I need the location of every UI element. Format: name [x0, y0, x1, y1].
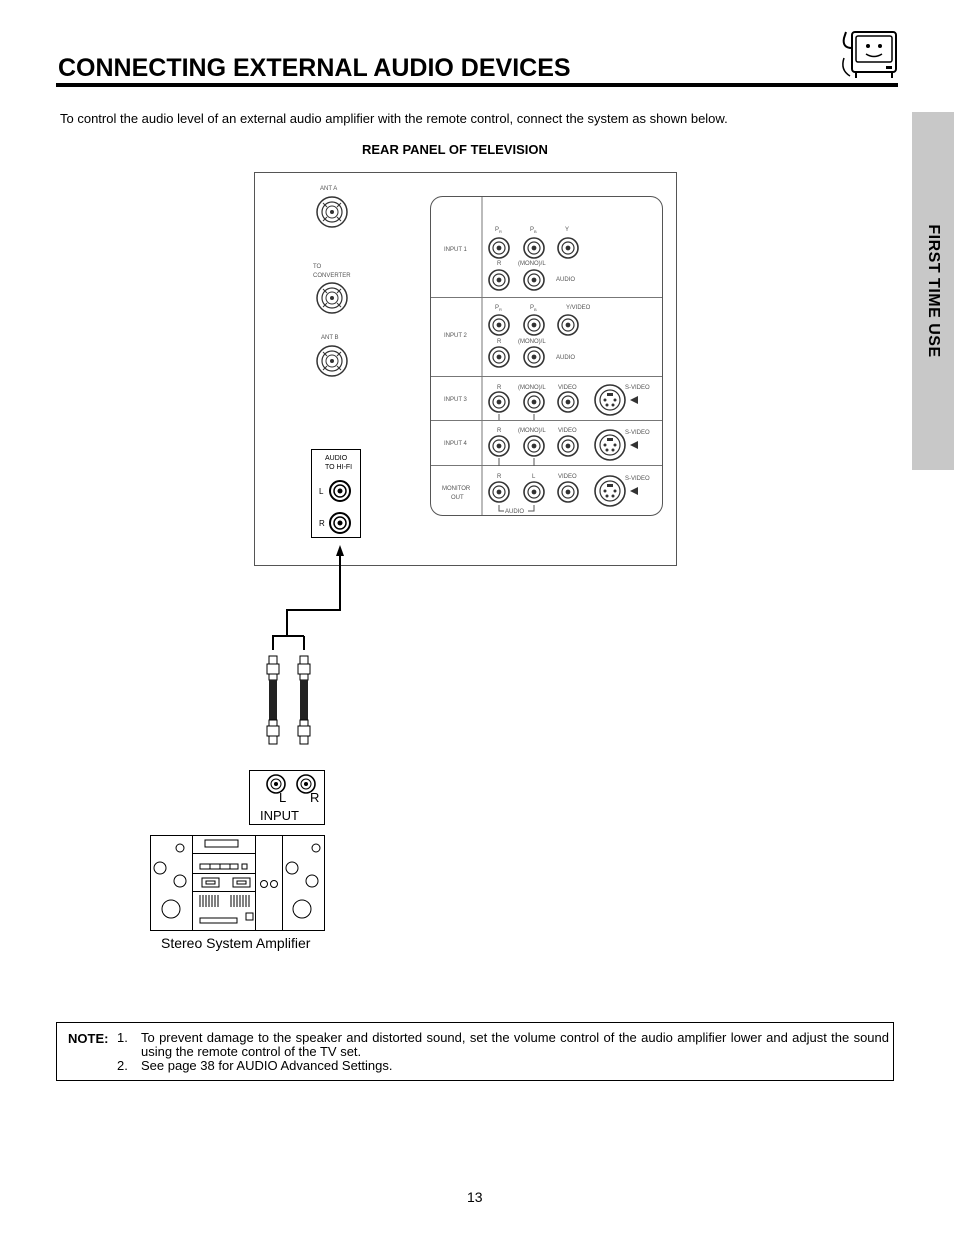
input2-mono-label: (MONO)/L: [518, 339, 546, 345]
amp-l-label: L: [279, 790, 286, 805]
monitor-r-label: R: [497, 474, 502, 480]
input3-l-jack: [523, 391, 545, 413]
input4-video-jack: [557, 435, 579, 457]
right-rca-plug: [297, 655, 311, 745]
monitor-video-jack: [557, 481, 579, 503]
input4-label: INPUT 4: [444, 441, 468, 447]
note-item-number: 1.: [117, 1030, 128, 1045]
monitor-svideo-label: S-VIDEO: [625, 476, 650, 482]
input4-arrow-icon: [630, 441, 638, 449]
input1-l-jack: [523, 269, 545, 291]
input4-r-label: R: [497, 428, 502, 434]
input2-pb-label: P: [530, 305, 534, 311]
input3-video-jack: [557, 391, 579, 413]
ant-a-jack: [316, 196, 348, 228]
monitor-label-2: OUT: [451, 495, 464, 501]
input1-mono-label: (MONO)/L: [518, 261, 546, 267]
input4-video-label: VIDEO: [558, 428, 577, 434]
title-rule: [56, 83, 898, 87]
input1-pb-sub: B: [534, 229, 537, 234]
page-number: 13: [467, 1189, 483, 1205]
section-tab: FIRST TIME USE: [912, 112, 954, 470]
input3-r-jack: [488, 391, 510, 413]
note-item-text: See page 38 for AUDIO Advanced Settings.: [141, 1058, 393, 1073]
monitor-video-label: VIDEO: [558, 474, 577, 480]
hifi-r-jack: [329, 512, 351, 534]
amp-l-jack: [266, 774, 286, 794]
input-panel: [430, 196, 663, 516]
input4-l-jack: [523, 435, 545, 457]
input2-l-jack: [523, 346, 545, 368]
input1-pr-sub: R: [499, 229, 502, 234]
input3-mono-label: (MONO)/L: [518, 385, 546, 391]
input2-pb-jack: [523, 314, 545, 336]
input2-label: INPUT 2: [444, 333, 468, 339]
input3-video-label: VIDEO: [558, 385, 577, 391]
input2-pr-label: P: [495, 305, 499, 311]
input3-svideo-jack: [594, 384, 626, 416]
input2-audio-label: AUDIO: [556, 355, 575, 361]
input2-r-jack: [488, 346, 510, 368]
amp-input-label: INPUT: [260, 808, 299, 823]
input4-mono-label: (MONO)/L: [518, 428, 546, 434]
input1-pb-jack: [523, 237, 545, 259]
input1-pb-label: P: [530, 227, 534, 233]
monitor-audio-label: AUDIO: [505, 509, 524, 515]
input3-svideo-label: S-VIDEO: [625, 385, 650, 391]
input1-audio-label: AUDIO: [556, 277, 575, 283]
input1-pr-label: P: [495, 227, 499, 233]
input4-svideo-label: S-VIDEO: [625, 430, 650, 436]
input1-r-label: R: [497, 261, 502, 267]
monitor-arrow-icon: [630, 487, 638, 495]
input4-r-jack: [488, 435, 510, 457]
input2-pr-jack: [488, 314, 510, 336]
cable-arrow-icon: [336, 545, 344, 556]
ant-b-label: ANT B: [321, 335, 339, 341]
input1-label: INPUT 1: [444, 247, 468, 253]
hifi-label-2: TO HI-FI: [325, 464, 352, 471]
hifi-l-label: L: [319, 487, 324, 496]
hifi-r-label: R: [319, 519, 325, 528]
connection-diagram: ANT A TO CONVERTER ANT B AUDIO TO HI-FI …: [150, 172, 677, 951]
input2-pr-sub: R: [499, 307, 502, 312]
input1-y-jack: [557, 237, 579, 259]
input1-y-label: Y: [565, 227, 569, 233]
monitor-r-jack: [488, 481, 510, 503]
to-converter-label-1: TO: [313, 264, 322, 270]
stereo-amplifier-icon: [150, 835, 325, 931]
ant-a-label: ANT A: [320, 186, 337, 192]
amp-r-label: R: [310, 790, 319, 805]
input2-r-label: R: [497, 339, 502, 345]
input3-arrow-icon: [630, 396, 638, 404]
to-converter-jack: [316, 282, 348, 314]
intro-text: To control the audio level of an externa…: [60, 111, 728, 126]
amp-caption: Stereo System Amplifier: [161, 935, 311, 951]
audio-cable: [272, 552, 341, 650]
left-rca-plug: [266, 655, 280, 745]
input1-pr-jack: [488, 237, 510, 259]
amp-r-jack: [296, 774, 316, 794]
ant-b-jack: [316, 345, 348, 377]
input4-svideo-jack: [594, 429, 626, 461]
note-item-text: To prevent damage to the speaker and dis…: [141, 1030, 889, 1059]
hifi-label-1: AUDIO: [325, 455, 348, 462]
input1-r-jack: [488, 269, 510, 291]
monitor-svideo-jack: [594, 475, 626, 507]
note-label: NOTE:: [68, 1031, 109, 1046]
monitor-l-jack: [523, 481, 545, 503]
input3-label: INPUT 3: [444, 397, 468, 403]
monitor-label-1: MONITOR: [442, 486, 471, 492]
input2-yvideo-jack: [557, 314, 579, 336]
page-title: CONNECTING EXTERNAL AUDIO DEVICES: [58, 54, 571, 82]
rear-panel-caption: REAR PANEL OF TELEVISION: [362, 142, 548, 157]
to-converter-label-2: CONVERTER: [313, 273, 351, 279]
hifi-l-jack: [329, 480, 351, 502]
note-item-number: 2.: [117, 1058, 128, 1073]
monitor-l-label: L: [532, 474, 536, 480]
input2-yvideo-label: Y/VIDEO: [566, 305, 591, 311]
input2-pb-sub: B: [534, 307, 537, 312]
tv-mascot-icon: [842, 31, 897, 78]
input3-r-label: R: [497, 385, 502, 391]
note-box: NOTE: 1. To prevent damage to the speake…: [56, 1022, 894, 1081]
